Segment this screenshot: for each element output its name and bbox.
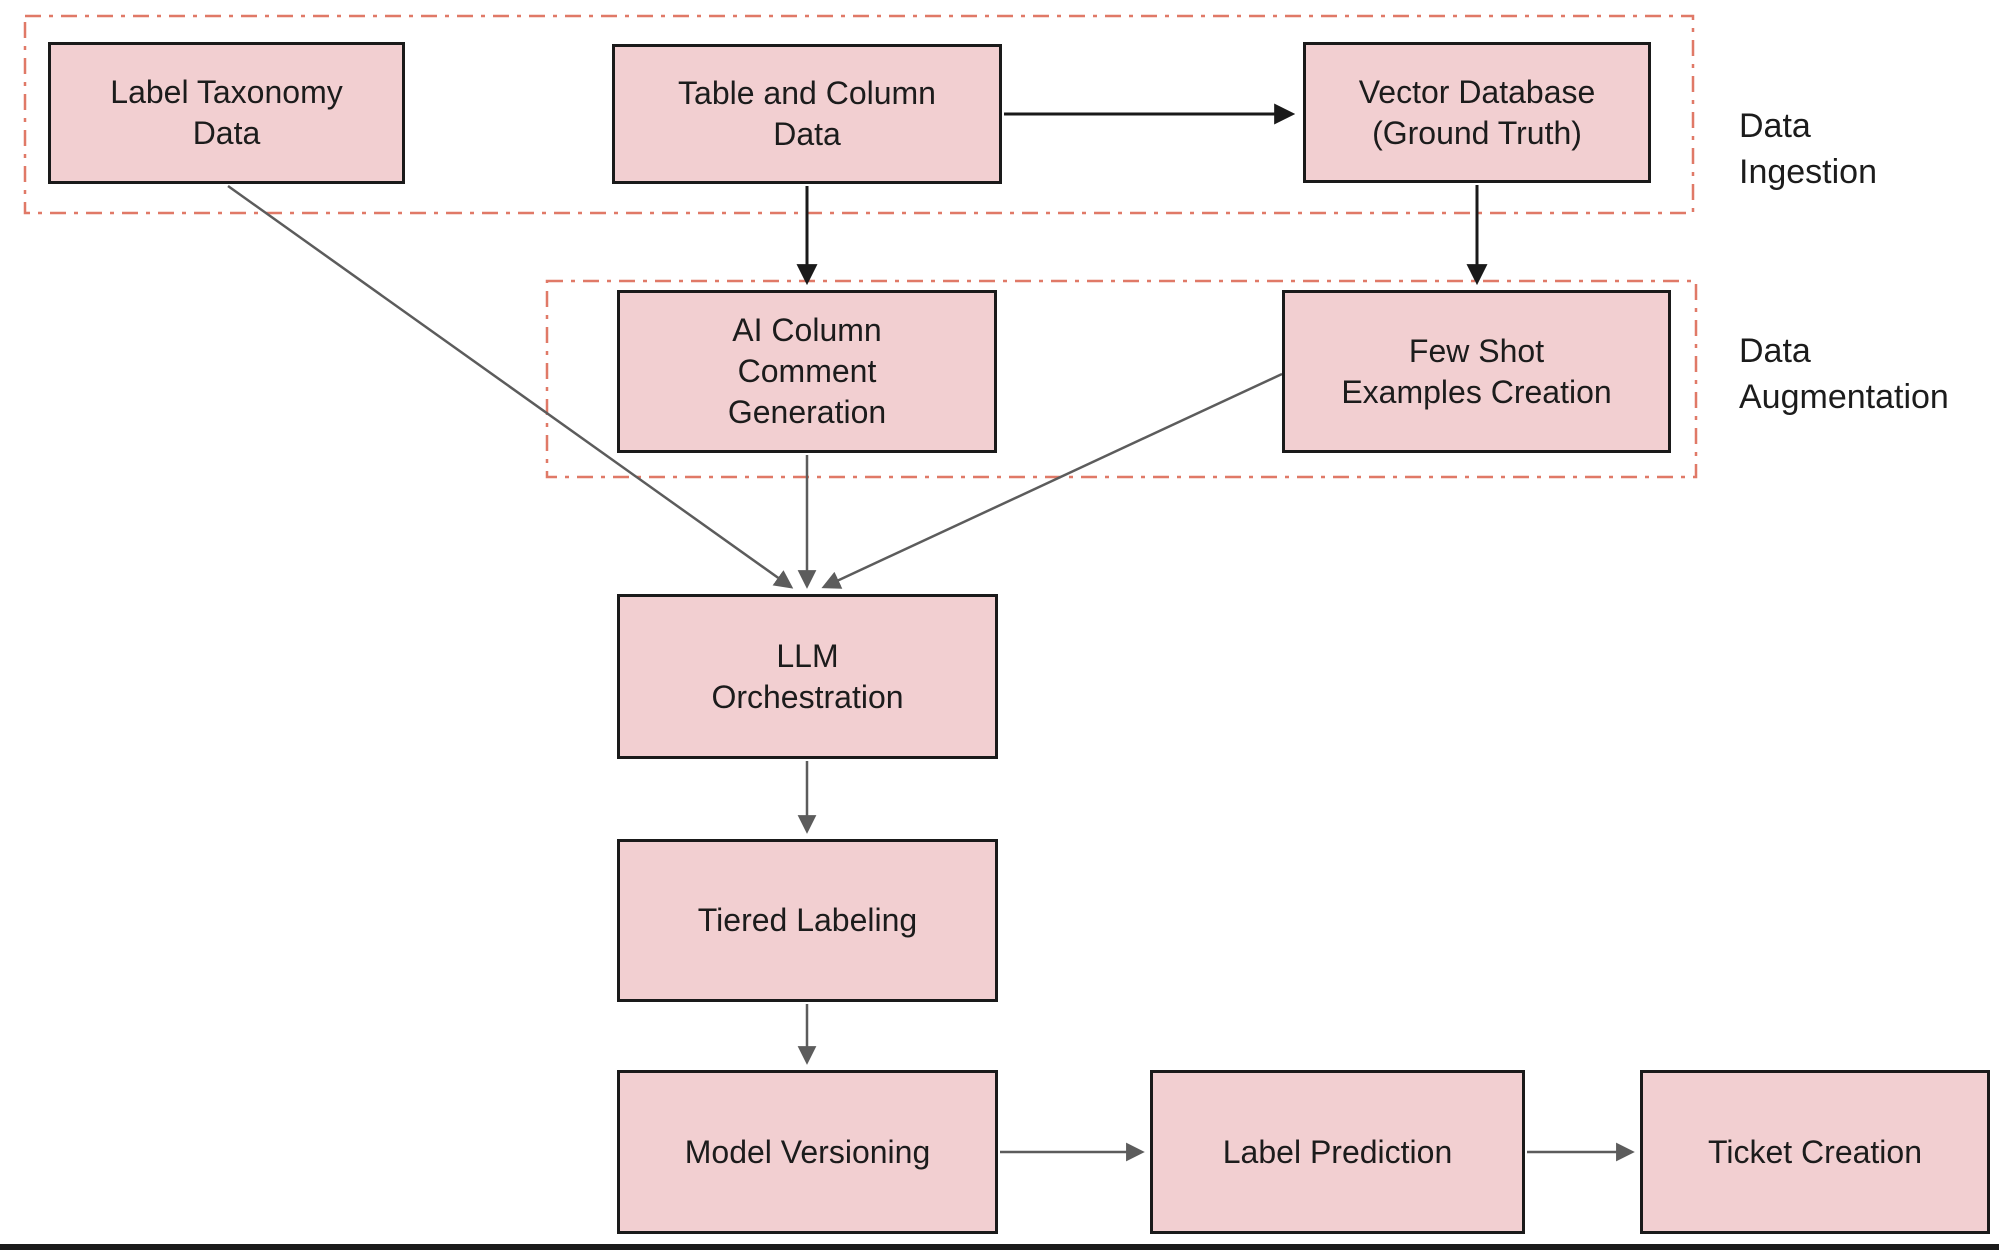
node-table-and-column-data: Table and Column Data (612, 44, 1002, 184)
group-label-data-augmentation: Data Augmentation (1739, 332, 1949, 417)
node-label: Vector Database (Ground Truth) (1358, 73, 1596, 151)
node-label: Ticket Creation (1708, 1133, 1922, 1170)
node-tiered-labeling: Tiered Labeling (617, 839, 998, 1002)
node-label-taxonomy-data: Label Taxonomy Data (48, 42, 405, 184)
node-ai-column-comment-generation: AI Column Comment Generation (617, 290, 997, 453)
node-label: Label Prediction (1222, 1133, 1453, 1170)
group-frame-data-augmentation (545, 279, 1698, 479)
node-label: Tiered Labeling (697, 902, 918, 939)
node-model-versioning: Model Versioning (617, 1070, 998, 1234)
node-label: Model Versioning (684, 1133, 931, 1170)
group-label-data-ingestion: Data Ingestion (1739, 107, 1877, 192)
node-label: AI Column Comment Generation (727, 312, 887, 430)
node-label: Few Shot Examples Creation (1341, 332, 1612, 410)
node-llm-orchestration: LLM Orchestration (617, 594, 998, 759)
bottom-border-line (0, 1244, 1999, 1250)
node-few-shot-examples-creation: Few Shot Examples Creation (1282, 290, 1671, 453)
node-ticket-creation: Ticket Creation (1640, 1070, 1990, 1234)
node-label: Table and Column Data (678, 75, 936, 152)
edge-few-shot-to-llm (821, 372, 1283, 589)
edge-taxonomy-to-llm (227, 184, 794, 589)
node-label: Label Taxonomy Data (110, 74, 343, 151)
group-frame-data-ingestion (23, 14, 1695, 215)
node-label-prediction: Label Prediction (1150, 1070, 1525, 1234)
node-vector-database-ground-truth: Vector Database (Ground Truth) (1303, 42, 1651, 183)
node-label: LLM Orchestration (711, 637, 904, 715)
